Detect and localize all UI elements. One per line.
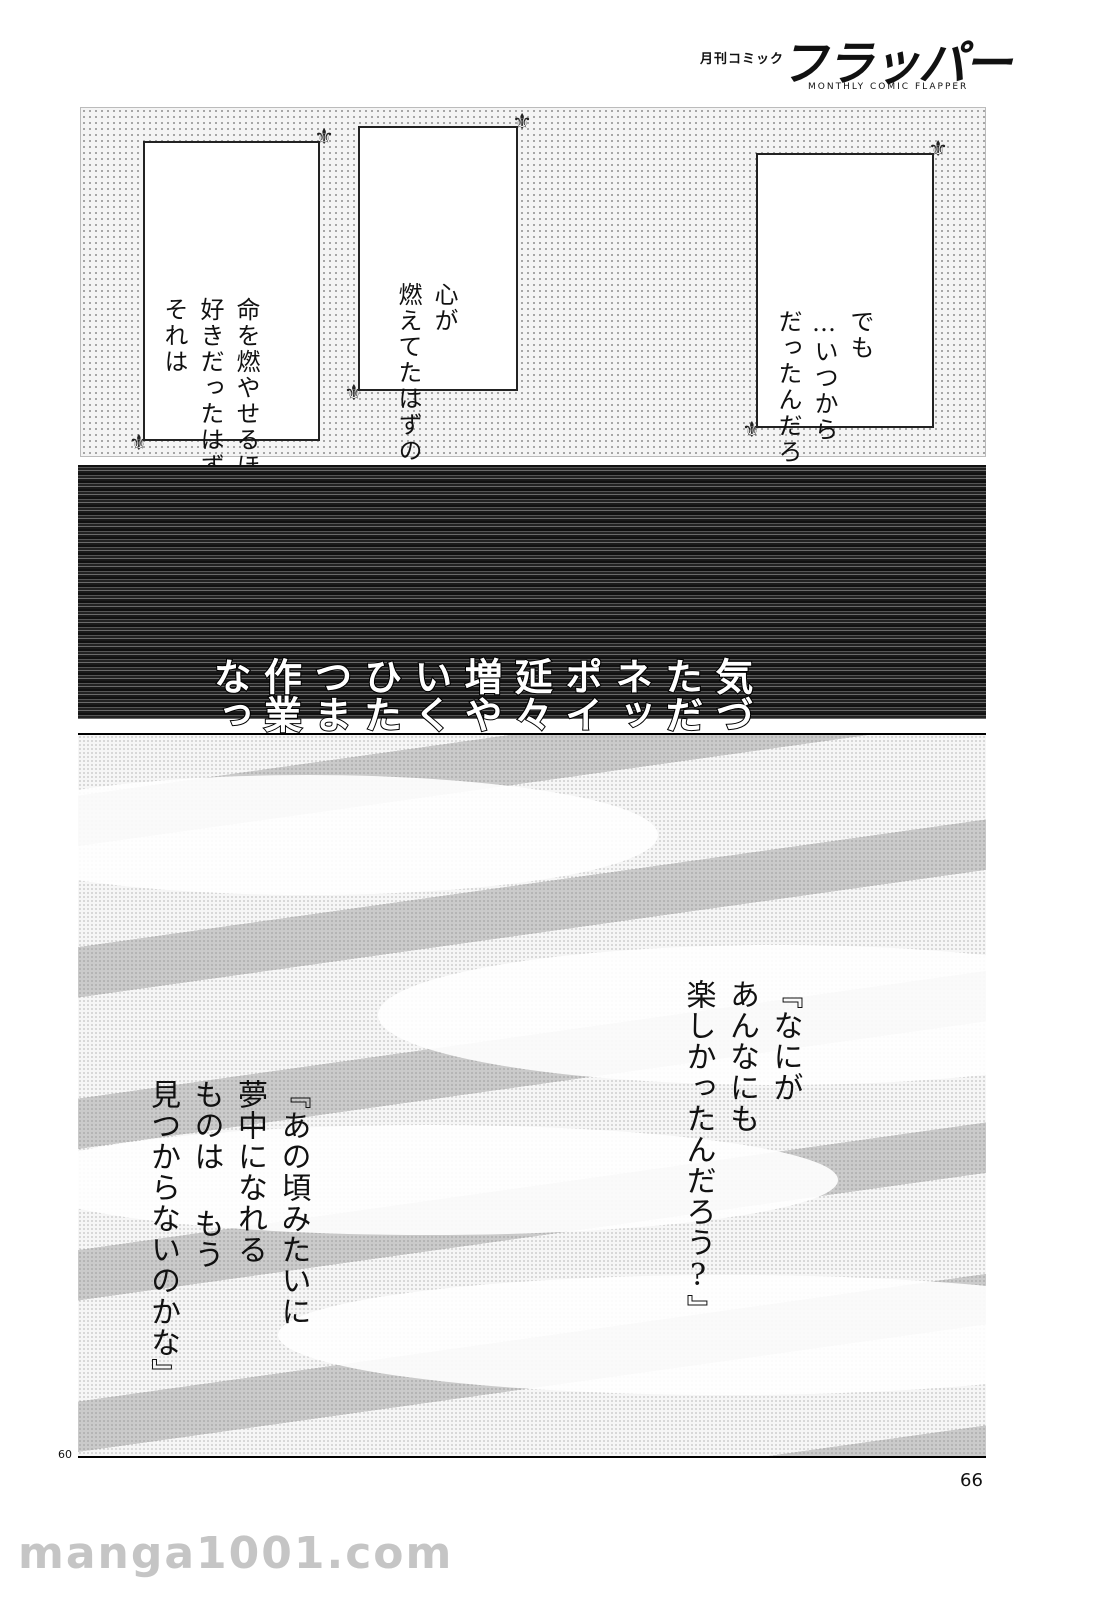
cloud-shape: [278, 1275, 986, 1395]
fleur-ornament-icon: ⚜: [344, 381, 364, 406]
caption-line: だったんだろう: [774, 309, 802, 491]
fleur-ornament-icon: ⚜: [928, 137, 948, 162]
fleur-ornament-icon: ⚜: [742, 418, 762, 443]
caption-line: …いつから: [810, 309, 838, 443]
fleur-ornament-icon: ⚜: [129, 431, 149, 456]
cloud-shape: [378, 945, 986, 1085]
caption-text: 心が 燃えてたはずの: [354, 162, 498, 464]
magazine-label: 月刊コミック: [700, 52, 785, 67]
quote-line: ものは もう: [188, 1079, 224, 1270]
narration-line: ただ: [658, 656, 704, 734]
caption-line: 心が: [430, 282, 458, 334]
panel-bottom-clouds: 『なにが あんなにも 楽しかったんだろう?』 『あの頃みたいに 夢中になれる も…: [78, 733, 986, 1458]
caption-box-middle: ⚜ ⚜ 心が 燃えてたはずの: [344, 112, 532, 465]
quote-what-was-fun: 『なにが あんなにも 楽しかったんだろう?』: [633, 835, 851, 1325]
quote-line: 夢中になれる: [232, 1079, 267, 1265]
fleur-ornament-icon: ⚜: [512, 110, 532, 135]
caption-line: でも: [846, 309, 874, 361]
caption-text: でも …いつから だったんだろう: [734, 189, 914, 491]
quote-cant-find: 『あの頃みたいに 夢中になれる ものは もう 見つからないのかな』: [97, 935, 358, 1389]
caption-line: 燃えてたはずの: [394, 282, 422, 464]
panel-middle-dark: 気づけば ただ ネット対戦で ポイントを 延々 増やして いくだけの ひたすら …: [78, 465, 986, 886]
caption-box-right: ⚜ ⚜ でも …いつから だったんだろう: [742, 139, 948, 492]
quote-line: 『あの頃みたいに: [275, 1079, 311, 1327]
cloud-shape: [78, 775, 658, 895]
site-watermark: manga1001.com: [18, 1528, 454, 1579]
margin-number: 60: [58, 1448, 72, 1461]
page-number: 66: [960, 1470, 983, 1491]
narration-line: 延々: [507, 656, 553, 734]
quote-line: あんなにも: [724, 979, 759, 1134]
logo-title: フラッパー: [780, 36, 1012, 92]
caption-text: 命を燃やせるほど 好きだったはずの それは: [120, 177, 300, 505]
logo-subtitle: MONTHLY COMIC FLAPPER: [808, 82, 969, 92]
caption-line: それは: [160, 297, 188, 375]
fleur-ornament-icon: ⚜: [314, 125, 334, 150]
quote-line: 『なにが: [767, 979, 803, 1103]
magazine-logo: 月刊コミック フラッパー MONTHLY COMIC FLAPPER: [700, 18, 1012, 98]
cloud-shape: [78, 1125, 838, 1235]
caption-box-left: ⚜ ⚜ 命を燃やせるほど 好きだったはずの それは: [129, 127, 334, 506]
quote-line: 楽しかったんだろう?』: [680, 979, 716, 1325]
quote-line: 見つからないのかな』: [145, 1079, 180, 1389]
